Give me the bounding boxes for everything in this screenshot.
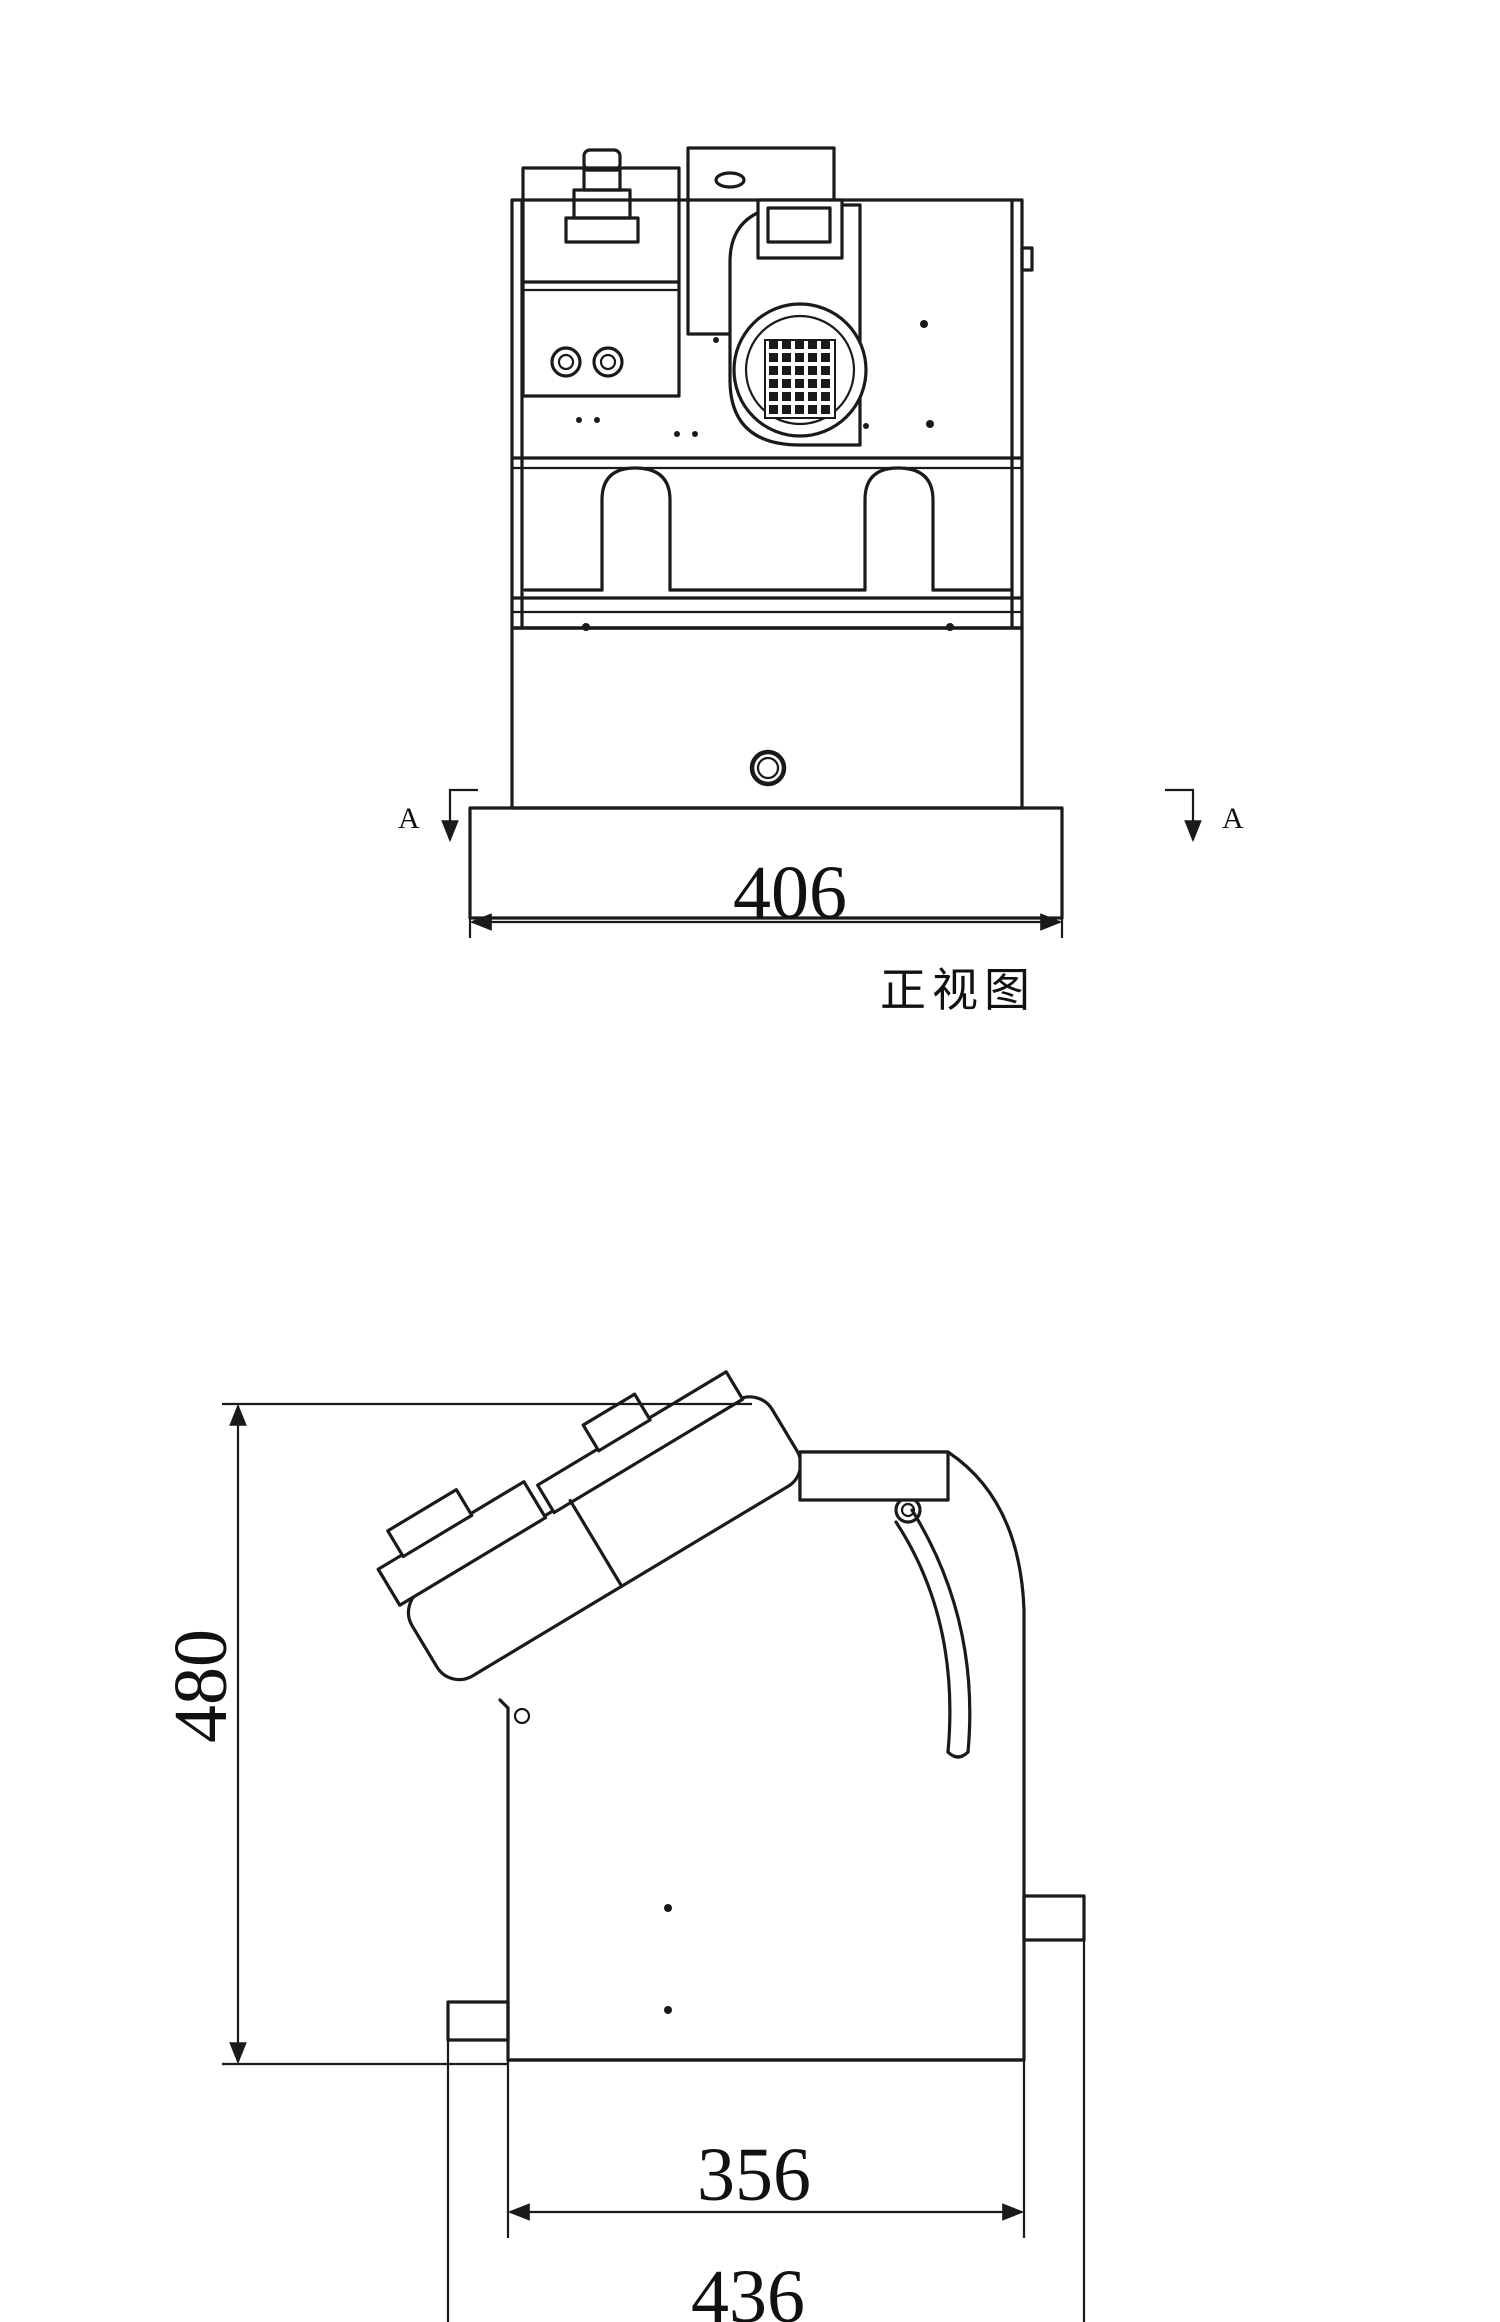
side-foot-left — [446, 2000, 510, 2042]
dim-width-406: 406 — [733, 851, 847, 935]
svg-text:A: A — [398, 802, 420, 835]
front-view-caption: 正视图 — [880, 963, 1036, 1017]
side-overall-width-dimension: 436 — [446, 1940, 1086, 2322]
side-foot-right — [1022, 1894, 1086, 1942]
front-arch-slot-right — [863, 466, 935, 592]
side-body-width-dimension: 356 — [506, 2060, 1026, 2238]
dim-width-356: 356 — [697, 2133, 811, 2217]
section-mark-right: A — [1165, 788, 1244, 843]
front-arch-slot-left — [600, 466, 672, 592]
svg-text:A: A — [1222, 802, 1244, 835]
side-tilted-motor — [376, 1370, 803, 1682]
side-view — [376, 1370, 1086, 2062]
side-curved-tube — [894, 1520, 952, 1754]
front-lower-housing — [510, 626, 1024, 810]
side-main-body — [506, 1450, 1026, 2062]
side-height-dimension: 480 — [159, 1402, 752, 2066]
section-mark-left: A — [398, 788, 478, 843]
front-drain-knob — [749, 749, 787, 787]
dim-width-436: 436 — [691, 2255, 805, 2322]
front-width-dimension: 406 — [468, 812, 1064, 938]
dim-height-480: 480 — [159, 1629, 243, 1743]
front-view — [468, 146, 1064, 920]
front-motor-fan-grille — [764, 339, 836, 419]
